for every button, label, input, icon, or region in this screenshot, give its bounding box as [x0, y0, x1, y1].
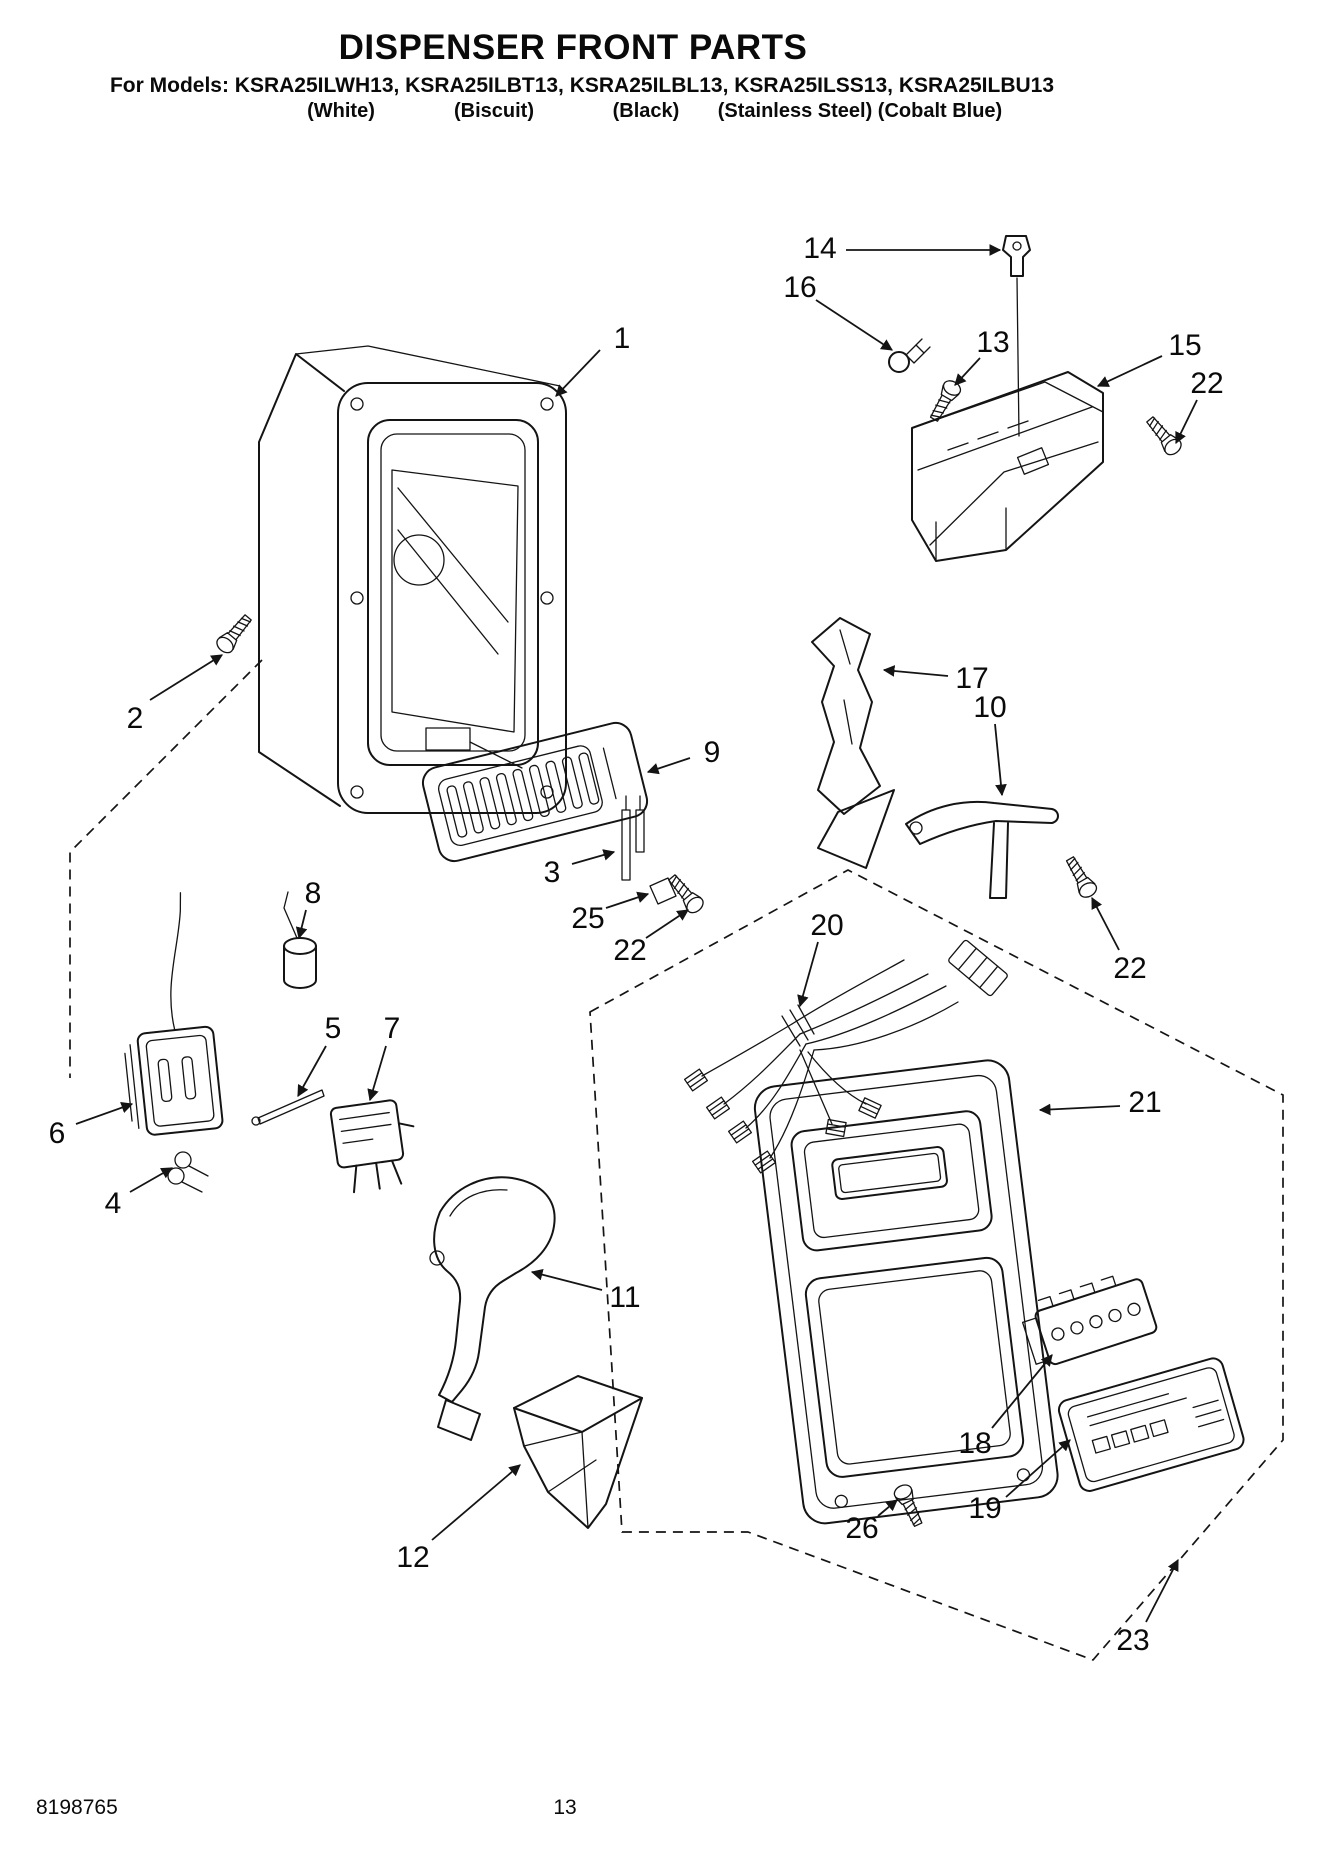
part-18-switch-block	[1021, 1275, 1158, 1366]
leader-6	[75, 1102, 134, 1125]
callout-7: 7	[384, 1012, 401, 1045]
alignment-dashed-line	[69, 659, 263, 1078]
callout-21: 21	[1128, 1086, 1161, 1119]
leader-2	[149, 654, 223, 701]
part-15-bracket	[911, 371, 1104, 562]
callout-12: 12	[396, 1541, 429, 1574]
part-21-front-panel	[753, 1059, 1059, 1525]
callout-9: 9	[704, 736, 721, 769]
document-number: 8198765	[36, 1796, 118, 1819]
leader-8	[295, 909, 308, 940]
callout-23: 23	[1116, 1624, 1149, 1657]
part-19-control-panel	[1057, 1357, 1245, 1492]
callout-18: 18	[958, 1427, 991, 1460]
color-label-stainless: (Stainless Steel)	[717, 100, 873, 122]
part-5-pin	[251, 1089, 325, 1126]
leader-12	[431, 1464, 521, 1541]
part-17-bracket	[811, 617, 895, 869]
part-22-screw-right	[1061, 853, 1100, 901]
part-20-wire-harness	[683, 939, 1008, 1174]
leader-19	[1005, 1439, 1071, 1498]
part-25-plate	[649, 877, 677, 905]
part-12-funnel	[513, 1375, 643, 1529]
callout-2: 2	[127, 702, 144, 735]
leader-16	[815, 299, 893, 351]
color-label-black: (Black)	[612, 100, 680, 122]
leader-17	[882, 665, 949, 677]
leader-9	[646, 757, 691, 775]
leader-22a	[1175, 399, 1198, 445]
part-22-screw-top	[1142, 412, 1185, 459]
part-3-clip	[621, 795, 645, 881]
callout-labels: 1 2 3 4 5 6 7 8 9 10 11 12 13 14 15 16 1…	[49, 232, 1224, 1657]
page-number: 13	[553, 1796, 577, 1819]
leader-21	[1038, 1103, 1121, 1116]
part-11-actuator	[429, 1176, 556, 1441]
part-16-bulb	[888, 338, 931, 373]
part-6-bracket	[124, 892, 224, 1136]
callout-22a: 22	[1190, 367, 1223, 400]
callout-17: 17	[955, 662, 988, 695]
leader-25	[605, 891, 650, 909]
leader-3	[571, 849, 616, 865]
part-9-grille	[421, 721, 649, 863]
color-label-biscuit: (Biscuit)	[454, 100, 534, 122]
part-7-switch	[329, 1099, 415, 1194]
leader-26	[877, 1499, 898, 1517]
callout-13: 13	[976, 326, 1009, 359]
callout-3: 3	[544, 856, 561, 889]
callout-19: 19	[968, 1492, 1001, 1525]
callout-15: 15	[1168, 329, 1201, 362]
callout-8: 8	[305, 877, 322, 910]
callout-22c: 22	[1113, 952, 1146, 985]
models-line: For Models: KSRA25ILWH13, KSRA25ILBT13, …	[109, 74, 1055, 97]
leader-1	[555, 349, 601, 397]
color-label-white: (White)	[307, 100, 375, 122]
part-2-screw	[213, 610, 256, 657]
leader-5	[297, 1045, 327, 1098]
callout-11: 11	[609, 1281, 640, 1314]
callout-4: 4	[105, 1187, 122, 1220]
group-boundary-dashed	[589, 869, 1284, 1661]
leader-arrows	[75, 244, 1198, 1623]
callout-1: 1	[614, 322, 631, 355]
callout-14: 14	[803, 232, 836, 265]
callout-25: 25	[571, 902, 604, 935]
callout-16: 16	[783, 271, 816, 304]
callout-6: 6	[49, 1117, 66, 1150]
page-title: DISPENSER FRONT PARTS	[338, 28, 808, 67]
part-4-springs	[167, 1151, 209, 1193]
callout-22b: 22	[613, 934, 646, 967]
color-label-cobalt: (Cobalt Blue)	[877, 100, 1003, 122]
leader-22b	[645, 909, 689, 939]
leader-15	[1096, 355, 1163, 387]
callout-26: 26	[845, 1512, 878, 1545]
callout-20: 20	[810, 909, 843, 942]
leader-4	[129, 1167, 174, 1193]
callout-5: 5	[325, 1012, 342, 1045]
leader-11	[530, 1268, 603, 1291]
part-22-screw-mid	[664, 870, 707, 917]
part-14-pin	[1002, 235, 1031, 437]
part-26-screw	[891, 1481, 928, 1530]
leader-20	[797, 941, 819, 1008]
leader-13	[954, 357, 981, 386]
leader-7	[367, 1045, 387, 1102]
leader-23	[1145, 1558, 1179, 1623]
leader-18	[991, 1354, 1053, 1429]
leader-22c	[1091, 896, 1120, 951]
callout-10: 10	[973, 691, 1006, 724]
leader-10	[994, 723, 1007, 797]
part-1-dispenser-frame	[258, 345, 567, 814]
part-10-lever	[905, 800, 1059, 899]
